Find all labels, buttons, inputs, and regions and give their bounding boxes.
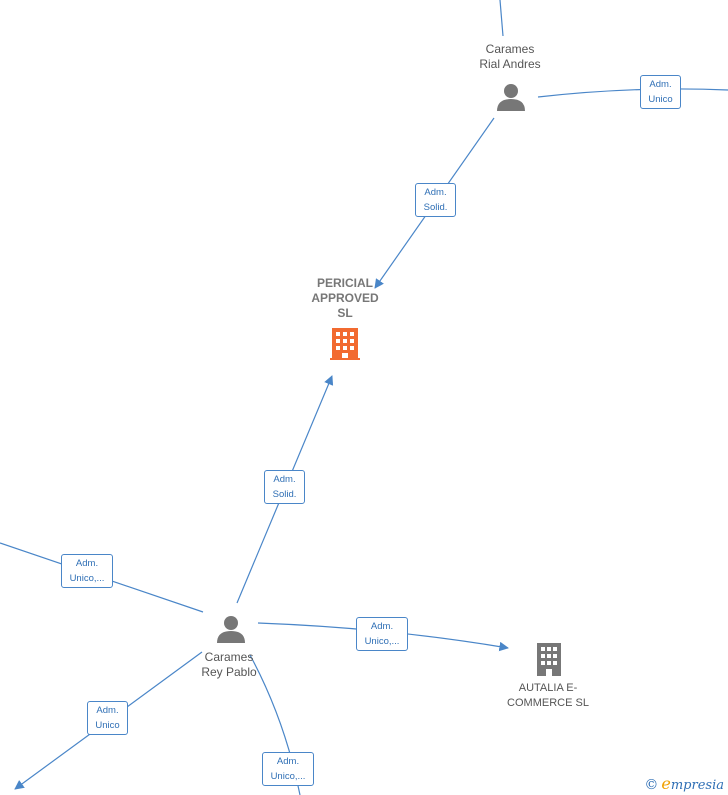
brand-name: mpresia: [670, 778, 724, 793]
edge-label-rey-autalia[interactable]: Adm. Unico,...: [356, 617, 408, 651]
edge-line-rial-top: [499, 0, 504, 37]
edge-label-rey-bottom[interactable]: Adm. Unico,...: [262, 752, 314, 786]
person-name-carames-rey[interactable]: Carames Rey Pablo: [201, 650, 257, 679]
edge-label-rey-pericial[interactable]: Adm. Solid.: [264, 470, 305, 504]
person-icon: [497, 84, 525, 111]
edge-label-rey-bottom-left[interactable]: Adm. Unico: [87, 701, 128, 735]
edge-label-rey-left[interactable]: Adm. Unico,...: [61, 554, 113, 588]
person-icon: [217, 616, 245, 643]
company-name-pericial[interactable]: PERICIAL APPROVED SL: [311, 276, 379, 320]
edge-label-rial-pericial[interactable]: Adm. Solid.: [415, 183, 456, 217]
company-name-autalia[interactable]: AUTALIA E- COMMERCE SL: [507, 682, 589, 709]
person-name-carames-rial[interactable]: Carames Rial Andres: [479, 42, 541, 71]
edge-label-rial-top-right[interactable]: Adm. Unico: [640, 75, 681, 109]
brand-logo: ©empresia: [644, 774, 724, 793]
brand-initial: e: [661, 774, 671, 793]
building-icon: [537, 643, 561, 676]
edge-line-rial-top-right: [537, 88, 728, 98]
building-icon: [330, 328, 360, 360]
copyright-symbol: ©: [644, 777, 659, 793]
